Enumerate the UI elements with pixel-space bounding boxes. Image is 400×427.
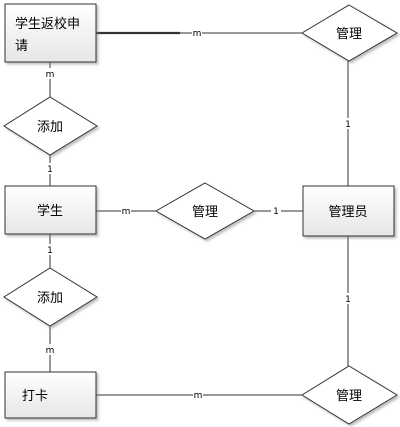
cardinality-labels: m m 1 1 m m 1 1 1 m — [45, 27, 353, 401]
relationship-manage-bottom[interactable]: 管理 — [301, 365, 398, 425]
entity-application-label-line1: 学生返校申 — [15, 16, 80, 32]
card-manage-admin: 1 — [273, 207, 279, 217]
relationship-manage-mid[interactable]: 管理 — [154, 182, 256, 240]
entity-application[interactable]: 学生返校申 请 — [4, 3, 97, 63]
card-add-bottom-checkin: m — [46, 346, 55, 356]
card-application-left: m — [46, 70, 55, 80]
card-application-top: m — [193, 29, 202, 39]
relationship-manage-top-label: 管理 — [336, 27, 362, 42]
card-add-top-student: 1 — [47, 165, 53, 175]
entity-admin[interactable]: 管理员 — [302, 185, 395, 237]
card-checkin-bottom: m — [194, 391, 203, 401]
relationship-add-top[interactable]: 添加 — [3, 96, 98, 156]
card-admin-top: 1 — [345, 120, 351, 130]
relationship-add-bottom-label: 添加 — [37, 291, 63, 306]
relationship-add-top-label: 添加 — [37, 120, 63, 135]
entity-student[interactable]: 学生 — [4, 185, 97, 235]
relationship-manage-mid-label: 管理 — [192, 205, 218, 220]
entity-student-label: 学生 — [37, 203, 63, 219]
entity-checkin[interactable]: 打卡 — [4, 371, 97, 419]
entity-application-label-line2: 请 — [15, 39, 28, 54]
card-student-manage: m — [122, 207, 131, 217]
relationship-manage-top[interactable]: 管理 — [301, 4, 398, 62]
entity-admin-label: 管理员 — [328, 205, 367, 220]
relationship-add-bottom[interactable]: 添加 — [3, 267, 98, 327]
relationship-manage-bottom-label: 管理 — [336, 389, 362, 404]
entity-checkin-label: 打卡 — [22, 389, 48, 404]
card-student-add-bottom: 1 — [47, 246, 53, 256]
card-admin-bottom: 1 — [345, 295, 351, 305]
